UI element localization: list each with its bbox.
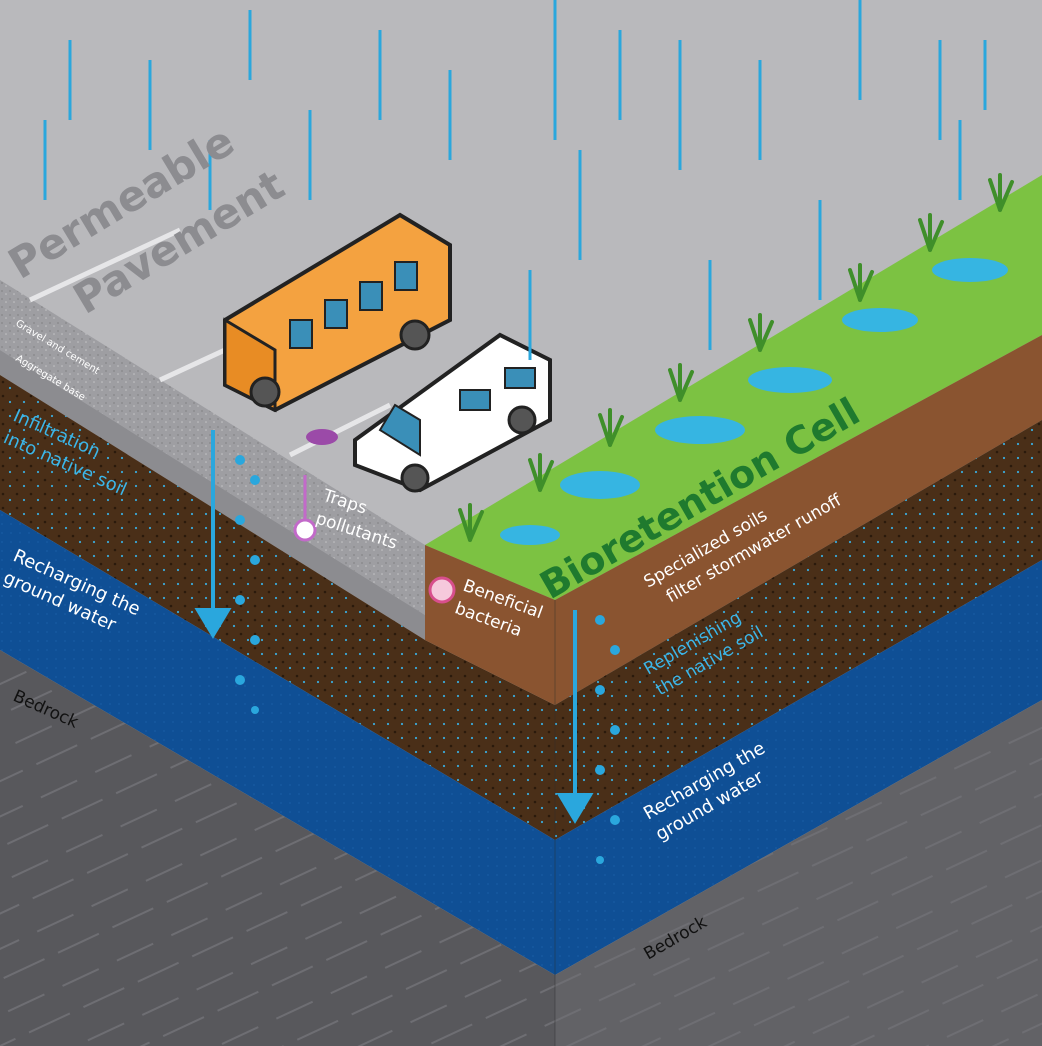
bus-icon: [223, 212, 452, 413]
van-icon: [353, 332, 552, 493]
puddle-icon: [500, 258, 1008, 545]
down-arrow-icon: [194, 430, 594, 824]
specialized-soil: [425, 335, 1042, 705]
bacteria-icon: [428, 576, 456, 604]
pollutant-icon: [293, 429, 338, 542]
plant-icon: [458, 173, 1014, 542]
rain-icon: [43, 0, 987, 360]
water-drop-icon: [235, 455, 620, 864]
